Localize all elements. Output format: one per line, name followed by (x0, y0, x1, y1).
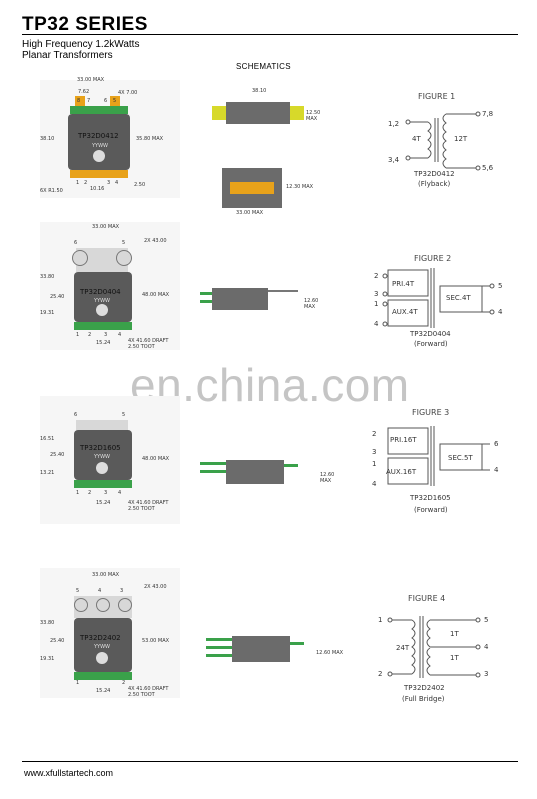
row4-front-view: 33.00 MAX 2X 43.00 5 4 3 33.80 25.40 19.… (40, 568, 180, 698)
schematic-figure-1 (405, 111, 481, 171)
logo-icon (96, 462, 108, 474)
schematics-heading: SCHEMATICS (236, 62, 291, 71)
pcb-strip (74, 672, 132, 680)
screw-icon (118, 598, 132, 612)
footer-url[interactable]: www.xfullstartech.com (24, 768, 114, 778)
screw-icon (96, 598, 110, 612)
figure-4: FIGURE 4 1 2 24T 5 4 3 1T 1T TP32D2402 (… (368, 590, 518, 710)
row2-front-view: 33.00 MAX 2X 43.00 6 5 33.80 25.40 19.31… (40, 222, 180, 350)
page-title: TP32 SERIES (22, 14, 148, 35)
row1-front-view: 33.00 MAX 7.62 4X 7.00 38.10 35.80 MAX 8… (40, 77, 180, 198)
header-rule (22, 34, 518, 35)
pin-block (110, 96, 120, 106)
pin-block (75, 96, 85, 106)
figure-2: FIGURE 2 2 3 1 4 5 4 PRI.4T AUX.4T SEC.4… (368, 250, 518, 356)
row3-front-view: 6 5 16.51 25.40 13.21 48.00 MAX TP32D160… (40, 396, 180, 524)
subtitle-line2: Planar Transformers (22, 50, 113, 61)
transformer-body: TP32D1605 YYWW (74, 430, 132, 480)
transformer-body: TP32D2402 YYWW (74, 618, 132, 672)
schematic-figure-2 (382, 268, 495, 328)
logo-icon (96, 652, 108, 664)
schematic-figure-3 (387, 426, 490, 486)
subtitle-line1: High Frequency 1.2kWatts (22, 39, 140, 50)
pcb-strip (70, 106, 128, 114)
logo-icon (96, 304, 108, 316)
row3-side-view: 12.60 MAX (196, 454, 346, 494)
figure-1: FIGURE 1 1,2 3,4 4T 7,8 5,6 12T TP32D041… (380, 88, 520, 198)
transformer-body: TP32D0412 YYWW (68, 114, 130, 170)
transformer-body: TP32D0404 YYWW (74, 272, 132, 322)
figure-3: FIGURE 3 2 3 1 4 6 4 PRI.16T AUX.16T SEC… (368, 404, 518, 520)
pcb-strip (74, 322, 132, 330)
pcb-strip (70, 170, 128, 178)
screw-icon (72, 250, 88, 266)
row2-side-view: 12.60 MAX (196, 282, 326, 322)
screw-icon (74, 598, 88, 612)
schematic-figure-4 (387, 616, 481, 678)
row4-side-view: 12.60 MAX (196, 630, 346, 674)
screw-icon (116, 250, 132, 266)
row1-top-view: 12.30 MAX 33.00 MAX (212, 160, 322, 220)
footer-rule (22, 761, 518, 762)
logo-icon (93, 150, 105, 162)
pcb-strip (74, 480, 132, 488)
row1-side-view: 38.10 12.50 MAX (206, 84, 320, 136)
